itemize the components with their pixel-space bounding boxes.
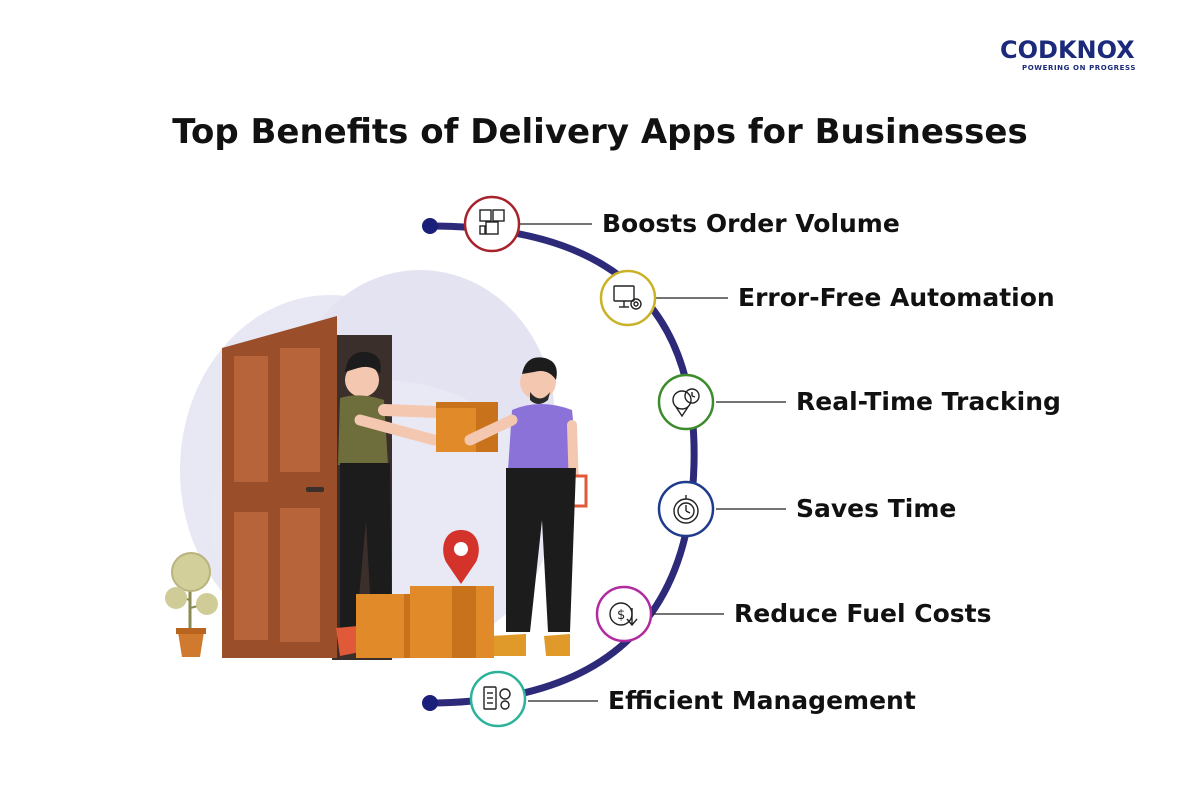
checklist-gears-icon bbox=[483, 686, 511, 710]
location-clock-icon bbox=[672, 388, 700, 418]
timeline-start-dot bbox=[422, 218, 438, 234]
brand-tagline: POWERING ON PROGRESS bbox=[1022, 64, 1137, 72]
timeline-node bbox=[657, 480, 715, 538]
boxes-icon bbox=[479, 209, 505, 235]
timeline-node bbox=[463, 195, 521, 253]
location-pin-icon bbox=[443, 530, 479, 584]
timeline-node-ring bbox=[469, 670, 527, 728]
benefit-label-saves-time: Saves Time bbox=[796, 494, 957, 523]
timeline-node-ring bbox=[463, 195, 521, 253]
benefit-label-real-time-tracking: Real-Time Tracking bbox=[796, 387, 1061, 416]
monitor-gear-icon bbox=[613, 285, 642, 310]
courier-person-illustration bbox=[464, 357, 588, 656]
timeline-node-ring bbox=[595, 585, 653, 643]
benefit-label-boosts-order-volume: Boosts Order Volume bbox=[602, 209, 900, 238]
timeline-node bbox=[599, 269, 657, 327]
recipient-person-illustration bbox=[336, 351, 444, 656]
potted-plant-illustration bbox=[165, 552, 218, 657]
timeline-node-ring bbox=[599, 269, 657, 327]
dollar-down-icon: $ bbox=[609, 602, 638, 627]
brand-logo: CODKNOX POWERING ON PROGRESS bbox=[1000, 36, 1162, 76]
timeline-node bbox=[657, 373, 715, 431]
benefit-label-reduce-fuel-costs: Reduce Fuel Costs bbox=[734, 599, 992, 628]
floor-packages-illustration bbox=[356, 586, 494, 658]
timeline-node bbox=[469, 670, 527, 728]
timeline-connectors bbox=[520, 223, 786, 702]
page-title: Top Benefits of Delivery Apps for Busine… bbox=[172, 112, 1028, 152]
brand-wordmark: CODKNOX bbox=[1000, 36, 1135, 64]
benefit-label-efficient-management: Efficient Management bbox=[608, 686, 916, 715]
timeline-end-dot bbox=[422, 695, 438, 711]
timeline-node: $ bbox=[595, 585, 653, 643]
timeline-arc bbox=[429, 222, 698, 707]
svg-text:$: $ bbox=[617, 608, 625, 623]
timeline-node-ring bbox=[657, 373, 715, 431]
stopwatch-icon bbox=[673, 495, 699, 524]
benefit-label-error-free-automation: Error-Free Automation bbox=[738, 283, 1055, 312]
